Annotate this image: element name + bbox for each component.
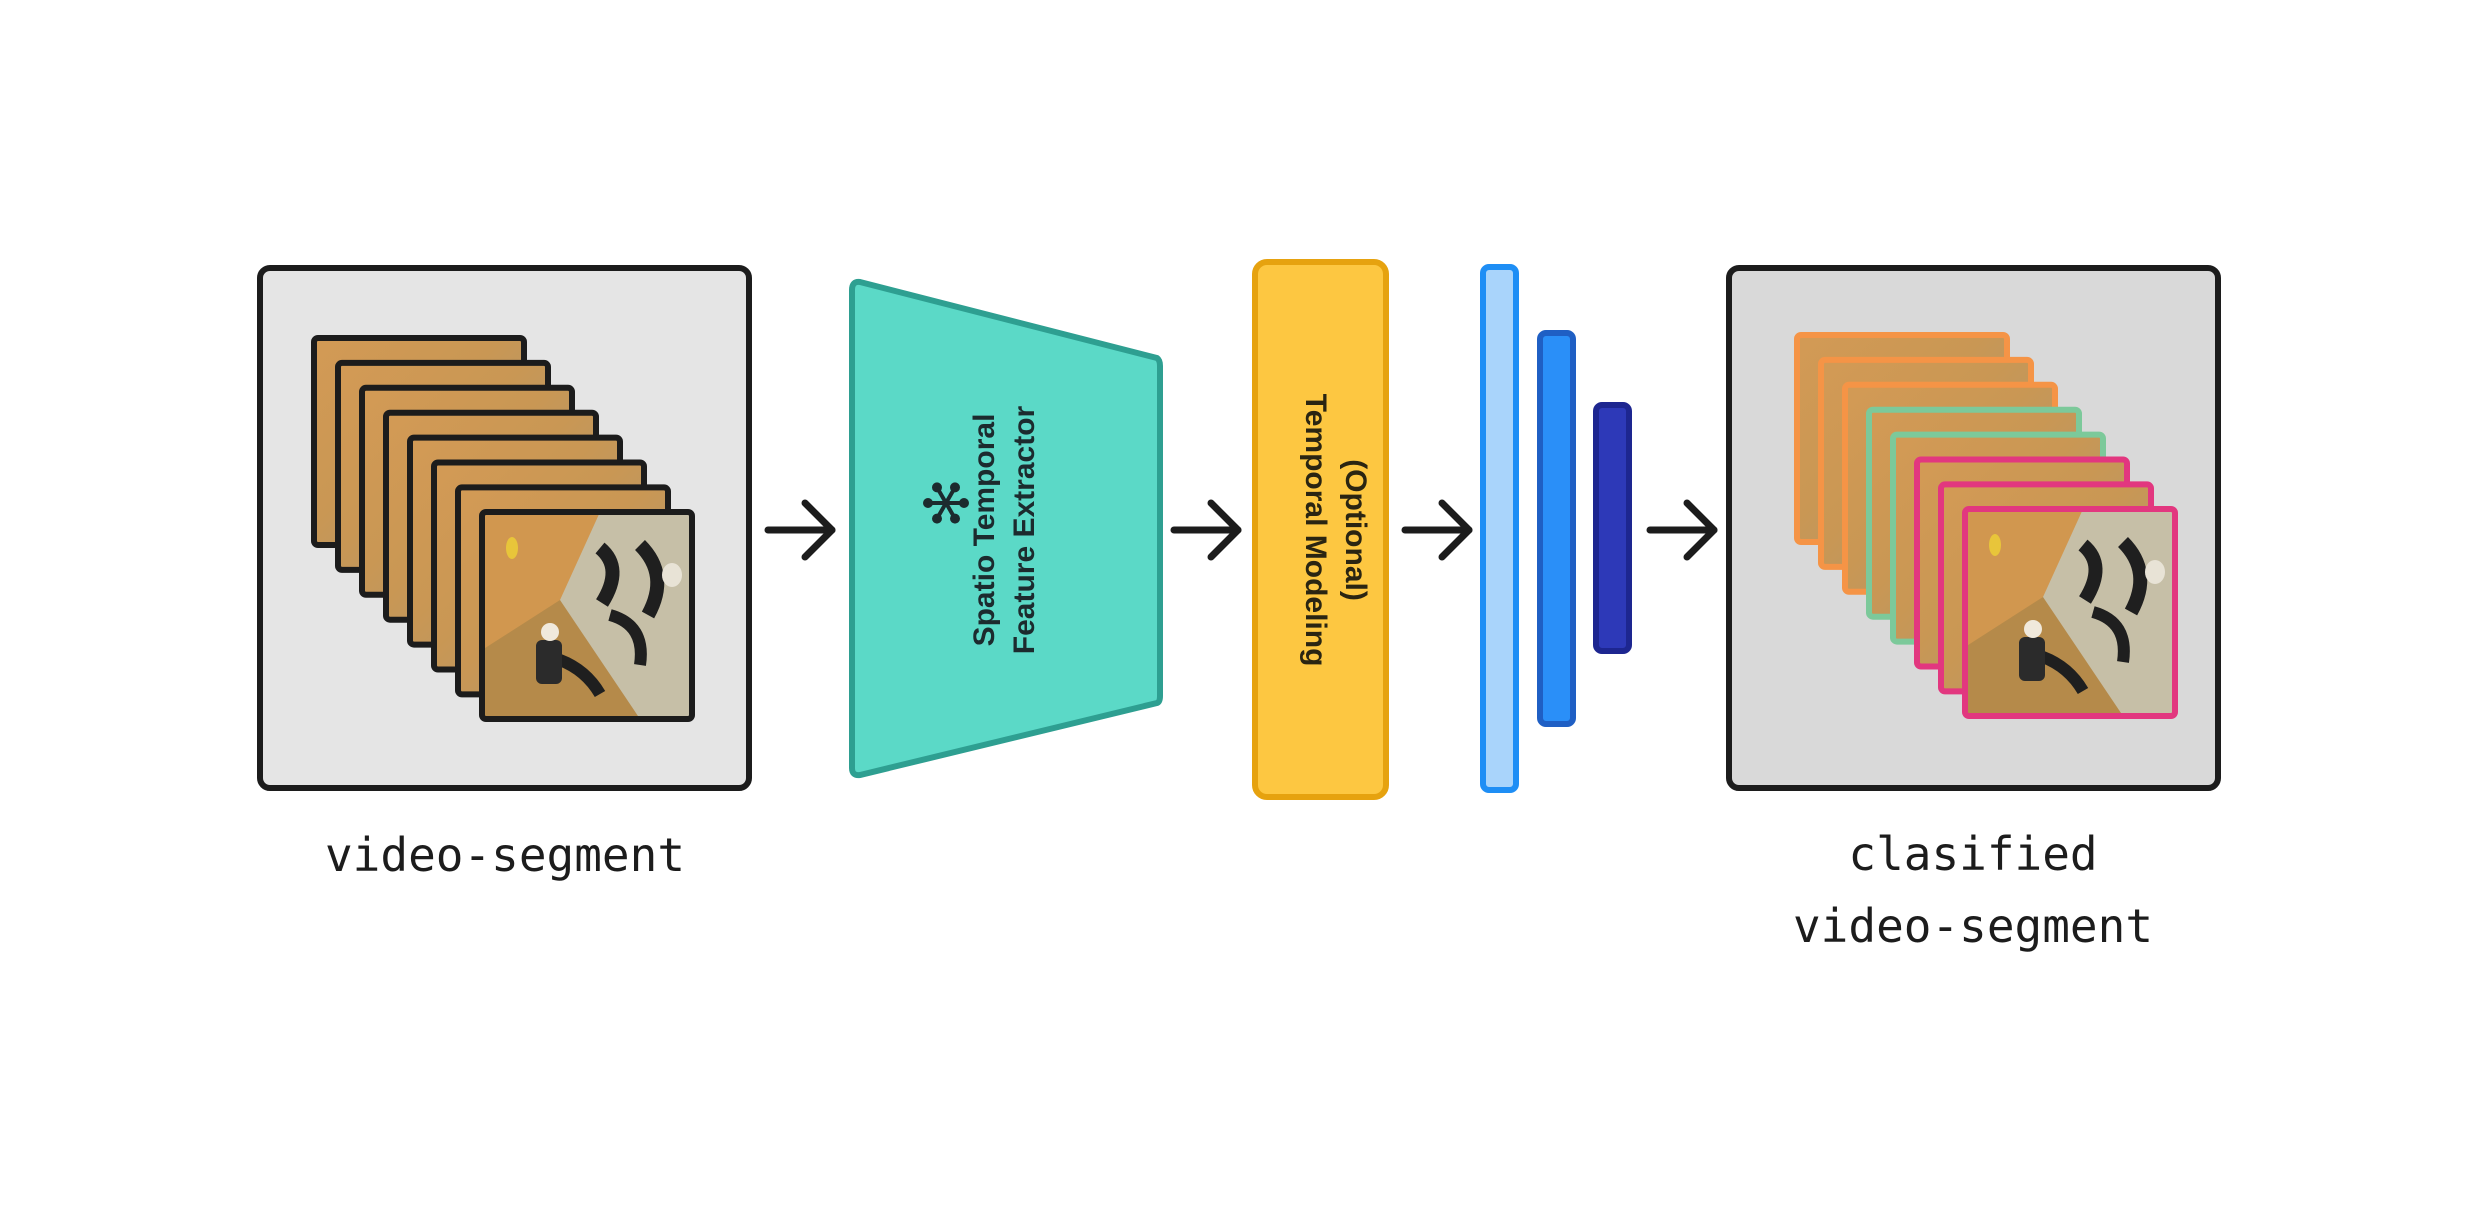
classifier-layers	[1480, 264, 1632, 793]
input-front-frame	[479, 509, 695, 722]
input-panel: video-segment	[257, 265, 752, 882]
temporal-label-line1: (Optional)	[1339, 459, 1372, 601]
classifier-layer-1	[1480, 264, 1519, 793]
arrow-right-icon	[1170, 499, 1242, 561]
extractor-label-line2: Feature Extractor	[1008, 405, 1041, 654]
arrow-right-icon	[764, 499, 836, 561]
classifier-layer-3	[1593, 402, 1632, 654]
snowflake-icon	[923, 482, 969, 524]
extractor-label-line1: Spatio Temporal	[968, 414, 1001, 647]
feature-extractor: Spatio Temporal Feature Extractor	[849, 278, 1163, 779]
output-panel: clasified video-segment	[1726, 265, 2221, 953]
classifier-layer-2	[1537, 330, 1576, 727]
input-caption: video-segment	[325, 828, 685, 882]
arrow-right-icon	[1401, 499, 1473, 561]
output-caption-line2: video-segment	[1793, 899, 2153, 953]
temporal-label-line2: Temporal Modeling	[1299, 394, 1332, 667]
output-caption-line1: clasified	[1848, 827, 2097, 881]
output-front-frame	[1962, 506, 2178, 719]
temporal-modeling-block: (Optional) Temporal Modeling	[1252, 259, 1389, 800]
arrow-right-icon	[1646, 499, 1718, 561]
